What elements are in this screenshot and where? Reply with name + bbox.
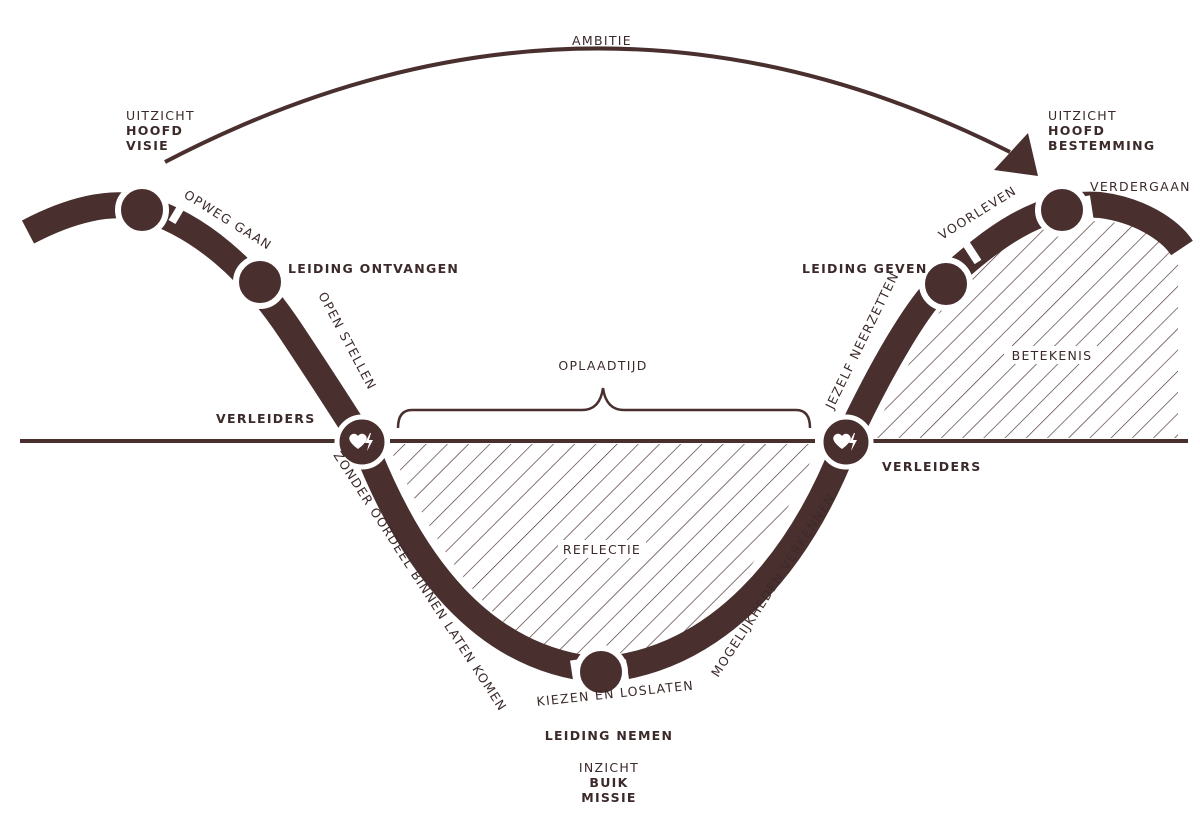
curve-gap [168, 199, 188, 225]
left-hoofd: HOOFD [126, 123, 183, 138]
oplaadtijd-label: OPLAADTIJD [558, 358, 647, 373]
left-uitzicht: UITZICHT [126, 108, 195, 123]
leiding-geven-label: LEIDING GEVEN [802, 261, 928, 276]
right-uitzicht: UITZICHT [1048, 108, 1117, 123]
curve-gap [961, 239, 982, 265]
ambitie-label: AMBITIE [572, 33, 632, 48]
oplaadtijd-brace [396, 387, 812, 429]
node-leiding-nemen [574, 645, 628, 699]
missie-label: MISSIE [581, 790, 637, 805]
betekenis-label-bg [1004, 346, 1100, 364]
verleiders-left-label: VERLEIDERS [216, 411, 316, 426]
heart-lightning-icon [349, 433, 373, 451]
ambition-arc [164, 46, 1011, 164]
reflectie-label-bg [558, 540, 646, 558]
ambition-arrowhead-icon [994, 133, 1038, 176]
betekenis-label: BETEKENIS [1012, 348, 1093, 363]
node-leiding-geven [919, 257, 973, 311]
heart-lightning-icon [833, 433, 857, 451]
left-visie: VISIE [126, 138, 169, 153]
leiding-nemen-label: LEIDING NEMEN [545, 728, 674, 743]
verdergaan-label: VERDERGAAN [1090, 179, 1191, 194]
verleiders-right-label: VERLEIDERS [882, 459, 982, 474]
reflectie-label: REFLECTIE [563, 542, 641, 557]
leiding-ontvangen-label: LEIDING ONTVANGEN [288, 261, 459, 276]
inzicht-label: INZICHT [579, 760, 639, 775]
buik-label: BUIK [589, 775, 628, 790]
right-bestemming: BESTEMMING [1048, 138, 1155, 153]
node-opweg [115, 183, 169, 237]
right-hoofd: HOOFD [1048, 123, 1105, 138]
betekenis-region [870, 221, 1178, 438]
node-verdergaan [1035, 183, 1089, 237]
node-leiding-ontvangen [233, 255, 287, 309]
oplaadtijd-label-bg [552, 356, 654, 374]
